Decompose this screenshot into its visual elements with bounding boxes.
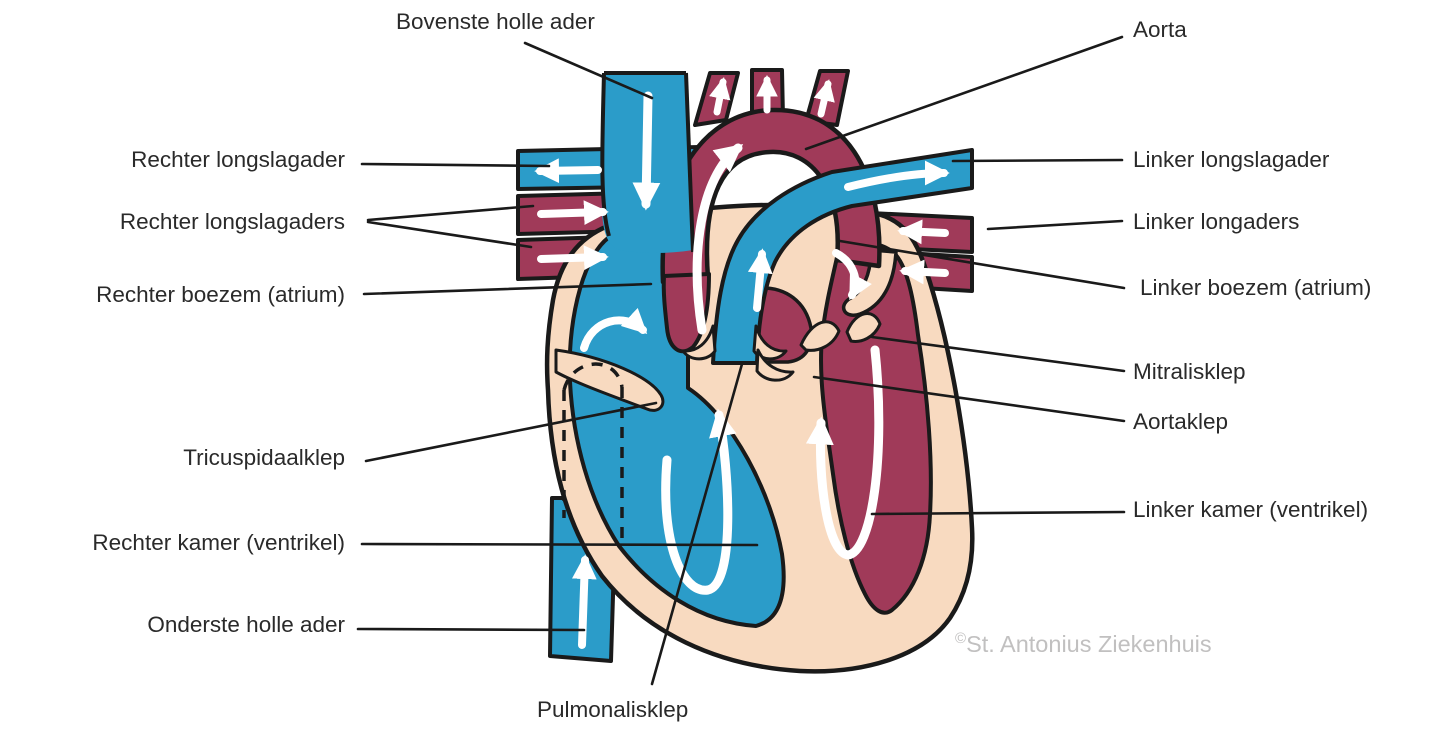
blood-flow-arrows: [534, 74, 950, 649]
label-linker-boezem-atrium: Linker boezem (atrium): [1140, 275, 1372, 300]
copyright-symbol: ©: [955, 630, 967, 647]
label-onderste-holle-ader: Onderste holle ader: [147, 612, 345, 637]
tricuspid-valve-flap: [554, 348, 665, 412]
pulmonary-valve-left-flap: [681, 324, 717, 361]
label-pulmonalisklep: Pulmonalisklep: [537, 697, 689, 722]
label-rechter-longslagader: Rechter longslagader: [131, 147, 345, 172]
tricuspid-valve-dashed-outline: [562, 362, 624, 544]
label-aortaklep: Aortaklep: [1133, 409, 1229, 434]
label-mitralisklep: Mitralisklep: [1133, 359, 1246, 384]
label-linker-kamer-ventrikel: Linker kamer (ventrikel): [1133, 497, 1369, 522]
label-rechter-kamer-ventrikel: Rechter kamer (ventrikel): [92, 530, 345, 555]
copyright-text: St. Antonius Ziekenhuis: [966, 631, 1212, 657]
aortic-valve-flap: [755, 348, 795, 382]
label-rechter-boezem-atrium: Rechter boezem (atrium): [96, 282, 345, 307]
pulmonary-trunk-and-left-pulmonary-artery: [711, 148, 974, 365]
mitral-valve-flap-2: [845, 312, 882, 343]
label-rechter-longslagaders: Rechter longslagaders: [119, 209, 345, 234]
label-bovenste-holle-ader: Bovenste holle ader: [396, 9, 595, 34]
label-linker-longslagader: Linker longslagader: [1133, 147, 1330, 172]
label-linker-longaders: Linker longaders: [1133, 209, 1300, 234]
copyright-watermark: ©St. Antonius Ziekenhuis: [955, 630, 1212, 658]
label-aorta: Aorta: [1133, 17, 1187, 42]
leader-lines: [356, 35, 1126, 686]
label-tricuspidaalklep: Tricuspidaalklep: [183, 445, 345, 470]
mitral-valve-flap-1: [799, 320, 841, 352]
